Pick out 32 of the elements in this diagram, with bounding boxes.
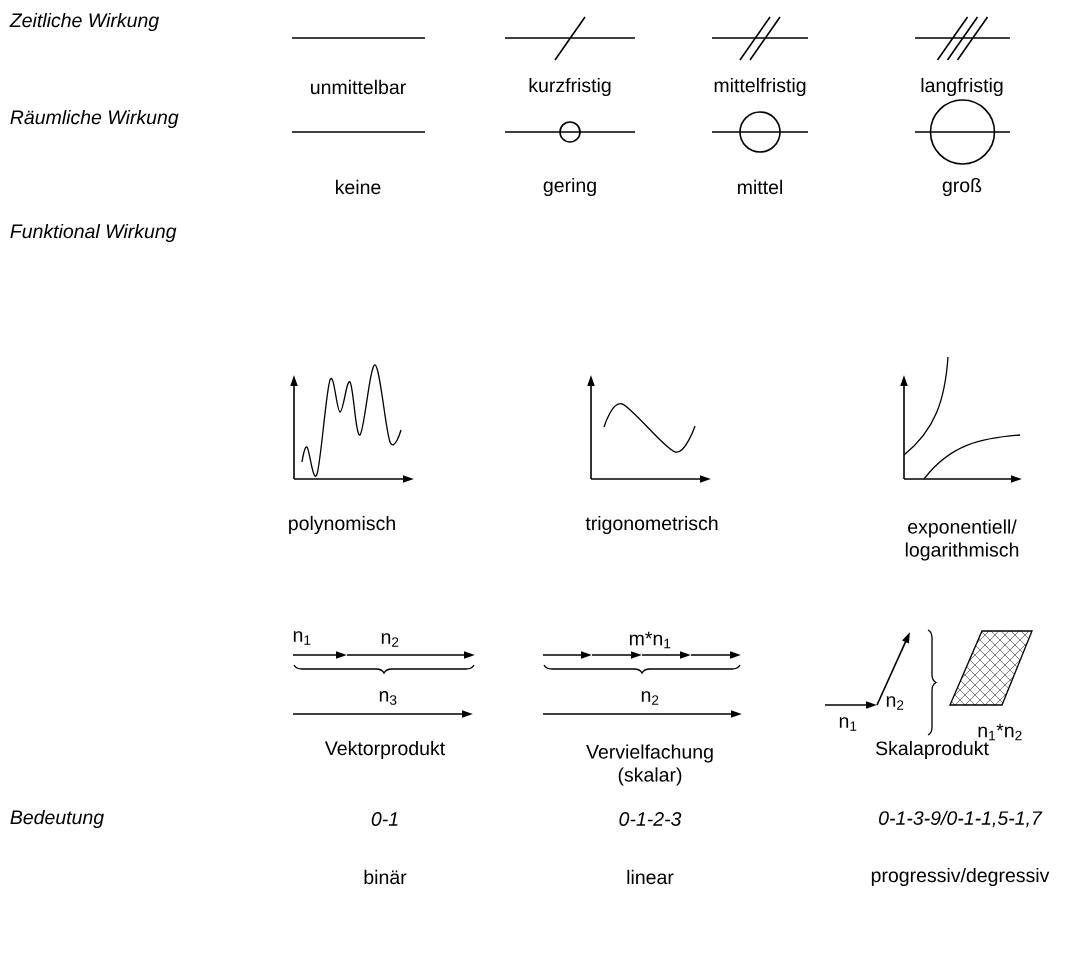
symbol-caption: unmittelbar <box>311 79 406 95</box>
symbol-caption: trigonometrisch <box>585 515 718 535</box>
symbol-caption: groß <box>942 177 982 197</box>
symbol-caption: exponentiell/ logarithmisch <box>905 519 1019 561</box>
row-heading: Funktional Wirkung <box>10 223 177 243</box>
symbol-caption: Vektorprodukt <box>324 740 445 760</box>
vector-label: n$_{2}$ <box>886 696 904 710</box>
symbol-caption: langfristig <box>921 77 1003 97</box>
vector-label: m*n$_{1}$ <box>629 631 671 649</box>
symbol-caption: linear <box>627 869 674 885</box>
row-heading: Zeitliche Wirkung <box>9 12 159 32</box>
symbol-caption: mittel <box>738 179 782 195</box>
symbol-caption: polynomisch <box>289 515 395 535</box>
scale-values: 0-1-2-3 <box>619 812 682 826</box>
vector-label: n$_{2}$ <box>381 633 399 647</box>
vector-label: n$_{1}$ <box>839 717 857 731</box>
vector-label: n$_{2}$ <box>641 691 659 705</box>
vector-label: n$_{1}$ <box>293 631 311 645</box>
symbol-caption: Vervielfachung (skalar) <box>586 744 713 786</box>
symbol-caption: mittelfristig <box>714 77 806 97</box>
symbol-caption: keine <box>336 179 381 195</box>
row-heading: Bedeutung <box>10 809 104 829</box>
vector-label: n$_{3}$ <box>379 691 397 705</box>
symbol-caption: binär <box>364 869 407 885</box>
symbol-caption: progressiv/degressiv <box>871 867 1050 887</box>
scale-values: 0-1-3-9/0-1-1,5-1,7 <box>879 810 1043 828</box>
symbol-caption: kurzfristig <box>529 77 611 97</box>
symbol-caption: gering <box>543 177 596 197</box>
scale-values: 0-1 <box>371 812 398 826</box>
vector-label: n$_{1}$*n$_{2}$ <box>978 723 1022 741</box>
row-heading: Räumliche Wirkung <box>10 109 179 129</box>
symbol-caption: Skalaprodukt <box>875 740 989 760</box>
